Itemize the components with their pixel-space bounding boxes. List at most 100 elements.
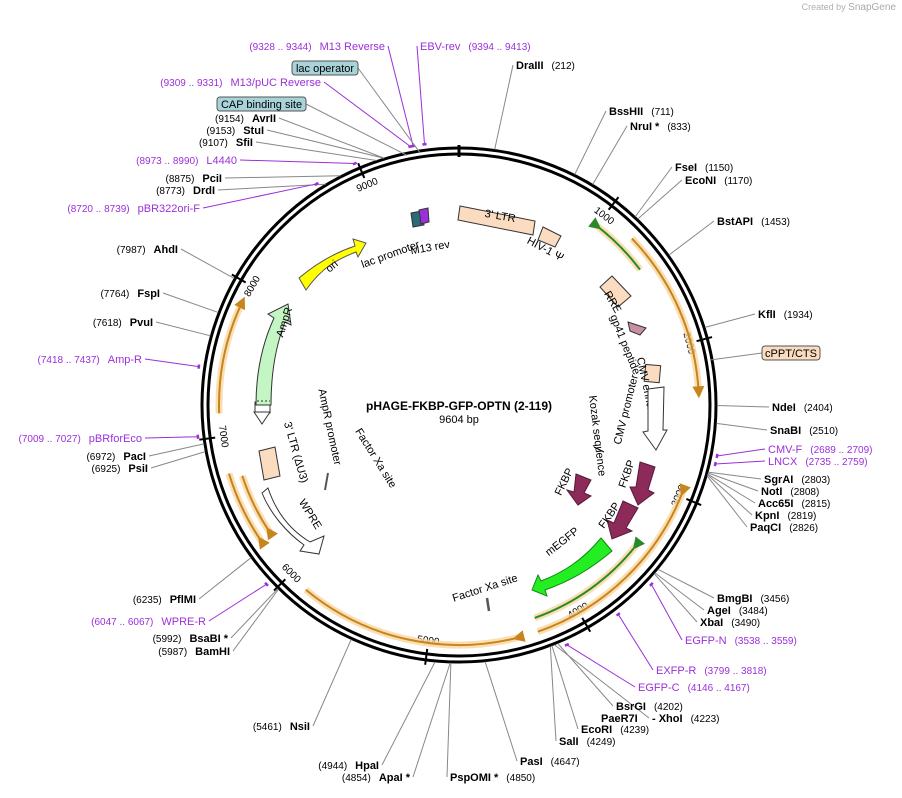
site-label[interactable]: FseI(1150): [675, 162, 733, 174]
site-label[interactable]: BmgBI(3456): [717, 593, 789, 605]
fkbp-arrow-3[interactable]: [606, 500, 639, 540]
site-label[interactable]: DrdI(8773): [156, 185, 215, 197]
site-leader: [657, 568, 715, 599]
site-label[interactable]: SgrAI(2803): [764, 474, 830, 486]
site-label[interactable]: StuI(9153): [206, 125, 264, 137]
primer-label[interactable]: Amp-R(7418 .. 7437): [38, 354, 143, 366]
ampr-arrow[interactable]: [255, 303, 292, 406]
primer-label[interactable]: EXFP-R(3799 .. 3818): [656, 665, 767, 677]
primer-label[interactable]: L4440(8973 .. 8990): [136, 155, 237, 167]
site-label[interactable]: NruI *(833): [630, 121, 691, 133]
primer-label[interactable]: EGFP-C(4146 .. 4167): [638, 682, 750, 694]
three-ltr-feature[interactable]: 3' LTR: [457, 205, 536, 236]
m13rev-shape[interactable]: [418, 207, 430, 225]
primer-label[interactable]: CMV-F(2689 .. 2709): [768, 444, 873, 456]
orf-arc-3[interactable]: [305, 588, 526, 646]
megfp-arrow[interactable]: [531, 537, 613, 597]
site-label[interactable]: PaeR7I: [601, 713, 638, 725]
site-name: AgeI: [707, 605, 731, 617]
site-leader: [557, 643, 614, 707]
site-label[interactable]: PsiI(6925): [92, 463, 148, 475]
site-leader: [706, 475, 748, 528]
boxed-feature-label[interactable]: cPPT/CTS: [761, 345, 821, 361]
cmv-promoter-arrow[interactable]: [642, 386, 668, 451]
primer-label[interactable]: WPRE-R(6047 .. 6067): [91, 616, 206, 628]
site-label[interactable]: EcoNI(1170): [685, 175, 752, 187]
orf-arc-5[interactable]: [218, 296, 246, 414]
orf-arc-1[interactable]: [631, 237, 705, 399]
site-label[interactable]: PspOMI *(4850): [450, 772, 535, 784]
site-leader: [230, 588, 279, 639]
site-label[interactable]: AhdI(7987): [117, 244, 178, 256]
fkbp-arrow-2[interactable]: [629, 461, 656, 506]
site-position: (7764): [100, 289, 129, 300]
orf-arc-2[interactable]: [537, 483, 691, 633]
site-label[interactable]: AgeI(3484): [707, 605, 768, 617]
site-label[interactable]: NsiI(5461): [253, 721, 310, 733]
site-position: (9107): [199, 138, 228, 149]
site-label[interactable]: PciI(8875): [166, 173, 222, 185]
site-label[interactable]: ApaI *(4854): [342, 772, 411, 784]
cmv-enhancer-small[interactable]: [643, 363, 662, 384]
site-label[interactable]: SnaBI(2510): [770, 425, 838, 437]
gfp-arc[interactable]: [534, 536, 646, 619]
site-label[interactable]: EcoRI(4239): [581, 724, 649, 736]
site-name: BstAPI: [717, 216, 753, 228]
primer-label[interactable]: pBR322ori-F(8720 .. 8739): [67, 203, 200, 215]
site-label[interactable]: PacI(6972): [86, 451, 146, 463]
site-label[interactable]: SfiI(9107): [199, 137, 253, 149]
site-label[interactable]: PaqCI(2826): [750, 522, 818, 534]
fkbp-arrow-1[interactable]: [565, 473, 593, 506]
primer-label[interactable]: M13 Reverse(9328 .. 9344): [249, 41, 385, 53]
gp41-shape[interactable]: [627, 321, 647, 336]
site-label[interactable]: BsrGI(4202): [616, 701, 683, 713]
ampr-promoter-label: AmpR promoter: [315, 388, 343, 467]
site-label[interactable]: DraIII(212): [516, 60, 575, 72]
primer-label[interactable]: pBRforEco(7009 .. 7027): [19, 433, 142, 445]
site-label[interactable]: HpaI(4944): [318, 760, 379, 772]
site-label[interactable]: BstAPI (1453): [717, 216, 790, 228]
site-label[interactable]: KflI(1934): [758, 309, 813, 321]
site-label[interactable]: BssHII(711): [609, 106, 674, 118]
site-position: (1453): [761, 217, 790, 228]
primer-label[interactable]: LNCX(2735 .. 2759): [768, 456, 868, 468]
site-label[interactable]: NotI(2808): [761, 486, 819, 498]
site-label[interactable]: NdeI(2404): [772, 402, 833, 414]
boxed-label-bg: [761, 345, 821, 361]
ltr-au3-shape[interactable]: [258, 446, 281, 481]
site-position: (9154): [215, 114, 244, 125]
snapgene-credit: Created by SnapGene: [801, 2, 896, 13]
boxed-feature-label[interactable]: lac operator: [291, 60, 359, 76]
site-name: StuI: [243, 125, 264, 137]
orf-arc-4[interactable]: [228, 473, 270, 550]
boxed-feature-label[interactable]: CAP binding site: [216, 96, 307, 112]
fxa-bottom-mark: [485, 597, 491, 612]
orf-arc-6[interactable]: [241, 475, 278, 541]
primer-name: pBR322ori-F: [138, 203, 201, 215]
plasmid-length: 9604 bp: [439, 414, 479, 426]
site-labels: DraIII(212) BssHII(711) NruI *(833) FseI(11…: [19, 41, 873, 784]
wpre-arrow[interactable]: [261, 487, 325, 555]
site-label[interactable]: BsaBI *(5992): [153, 633, 229, 645]
site-label[interactable]: PflMI(6235): [133, 594, 196, 606]
rre-shape[interactable]: [599, 275, 632, 308]
site-label[interactable]: FspI(7764): [100, 288, 160, 300]
cmv-arc[interactable]: [588, 217, 641, 271]
site-label[interactable]: KpnI(2819): [755, 510, 816, 522]
hiv-psi-shape[interactable]: [537, 226, 562, 248]
primer-label[interactable]: M13/pUC Reverse(9309 .. 9331): [160, 77, 321, 89]
tick-label: 8000: [242, 274, 263, 299]
site-label[interactable]: AvrII(9154): [215, 113, 276, 125]
primer-range: (2735 .. 2759): [805, 457, 867, 468]
site-label[interactable]: PvuI(7618): [93, 317, 153, 329]
primer-range: (2689 .. 2709): [810, 445, 872, 456]
site-label[interactable]: - XhoI(4223): [652, 713, 719, 725]
site-label[interactable]: BamHI(5987): [158, 646, 230, 658]
site-label[interactable]: SalI(4249): [559, 736, 615, 748]
site-label[interactable]: PasI(4647): [520, 756, 580, 768]
primer-label[interactable]: EGFP-N(3538 .. 3559): [685, 635, 797, 647]
ori-arrow[interactable]: [298, 238, 367, 291]
site-label[interactable]: XbaI(3490): [700, 617, 760, 629]
site-label[interactable]: Acc65I(2815): [758, 498, 830, 510]
primer-label[interactable]: EBV-rev(9394 .. 9413): [420, 41, 531, 53]
